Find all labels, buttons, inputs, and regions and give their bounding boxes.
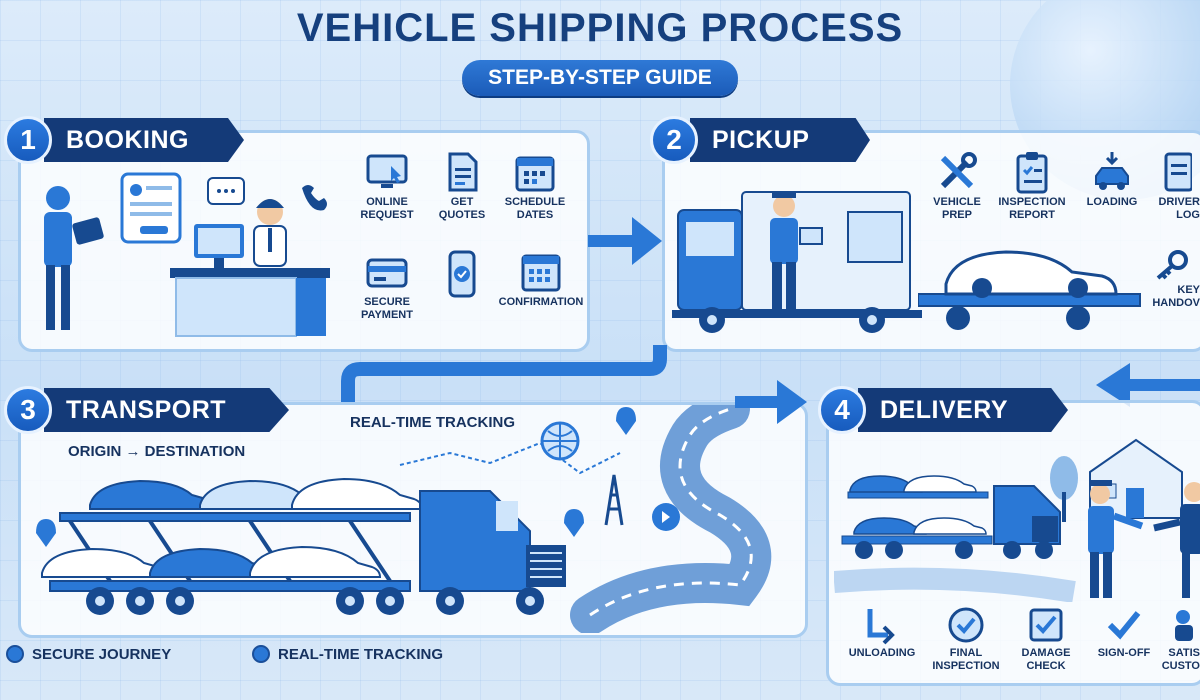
pickup-icon-key-handover: KEY HANDOV <box>1140 248 1200 309</box>
transport-bottom-secure-journey: SECURE JOURNEY <box>6 645 171 663</box>
booking-office-scene <box>44 172 330 337</box>
transport-road-scene <box>36 405 772 633</box>
tools-icon <box>940 152 977 189</box>
booking-icon-label: SECURE PAYMENT <box>361 296 413 321</box>
delivery-step-header: 4 DELIVERY <box>818 386 1068 434</box>
delivery-step-number: 4 <box>818 386 866 434</box>
checkmark-icon <box>1107 611 1141 640</box>
booking-icon-label: ONLINE REQUEST <box>360 196 414 221</box>
flow-arrow-pickup-to-delivery <box>1096 363 1200 407</box>
transport-tracking-text: REAL-TIME TRACKING <box>350 414 515 431</box>
pickup-icon-label: INSPECTION REPORT <box>998 196 1066 221</box>
booking-icon-secure-payment: SECURE PAYMENT <box>345 250 429 321</box>
pickup-icon-driver-log: DRIVER LOG <box>1140 150 1200 221</box>
pickup-icon-loading: LOADING <box>1070 150 1154 209</box>
subtitle-badge: STEP-BY-STEP GUIDE <box>462 60 738 96</box>
booking-icon-label: CONFIRMATION <box>498 296 584 308</box>
transport-step-number: 3 <box>4 386 52 434</box>
delivery-icon-label: DAMAGE CHECK <box>1021 647 1071 672</box>
pickup-flatbed-car <box>918 250 1141 330</box>
booking-icon-online-request: ONLINE REQUEST <box>345 150 429 221</box>
calendar-icon <box>515 156 555 192</box>
unload-arrow-icon <box>867 609 895 645</box>
delivery-step-label: DELIVERY <box>858 388 1068 432</box>
delivery-scene <box>834 438 1200 602</box>
delivery-icon-satisfied-customer: SATIS CUSTO <box>1150 605 1200 672</box>
phone-check-icon <box>448 250 476 298</box>
pickup-step-number: 2 <box>650 116 698 164</box>
check-circle-icon <box>948 607 984 643</box>
transport-bottom-realtime-tracking: REAL-TIME TRACKING <box>252 645 443 663</box>
calendar-grid-icon <box>521 254 561 292</box>
booking-icon-label: GET QUOTES <box>438 196 486 221</box>
delivery-icon-unloading: UNLOADING <box>842 605 922 660</box>
transport-step-header: 3 TRANSPORT <box>4 386 289 434</box>
secure-journey-dot-icon <box>6 645 24 663</box>
customer-icon <box>1175 610 1193 641</box>
delivery-icon-label: UNLOADING <box>848 647 916 659</box>
clipboard-icon <box>1016 152 1048 194</box>
flow-connector-pickup-to-transport <box>341 345 667 405</box>
delivery-icon-label: SIGN-OFF <box>1097 647 1151 659</box>
secure-journey-label: SECURE JOURNEY <box>32 645 172 663</box>
check-box-icon <box>1029 608 1063 642</box>
pickup-step-header: 2 PICKUP <box>650 116 870 164</box>
car-load-icon <box>1095 152 1129 190</box>
booking-step-label: BOOKING <box>44 118 244 162</box>
delivery-icon-final-inspection: FINAL INSPECTION <box>925 605 1007 672</box>
flow-arrow-booking-to-pickup <box>588 217 662 265</box>
transport-route-text: ORIGIN → DESTINATION <box>68 443 246 460</box>
booking-icon-confirmation: CONFIRMATION <box>493 250 589 309</box>
pickup-step-label: PICKUP <box>690 118 870 162</box>
delivery-icon-sign-off: SIGN-OFF <box>1084 605 1164 660</box>
realtime-tracking-label: REAL-TIME TRACKING <box>278 645 443 663</box>
page-title: VEHICLE SHIPPING PROCESS <box>296 6 904 50</box>
pickup-icon-vehicle-prep: VEHICLE PREP <box>915 150 999 221</box>
realtime-tracking-dot-icon <box>252 645 270 663</box>
subtitle-wrap: STEP-BY-STEP GUIDE <box>0 60 1200 96</box>
pickup-icon-inspection-report: INSPECTION REPORT <box>990 150 1074 221</box>
booking-icon-phone-check <box>420 250 504 302</box>
booking-icon-label: SCHEDULE DATES <box>504 196 566 221</box>
booking-icon-schedule-dates: SCHEDULE DATES <box>493 150 577 221</box>
booking-icon-get-quotes: GET QUOTES <box>420 150 504 221</box>
delivery-icon-label: SATIS CUSTO <box>1161 647 1200 672</box>
log-icon <box>1164 152 1192 192</box>
credit-card-icon <box>366 258 408 288</box>
flow-arrow-transport-to-delivery <box>735 380 807 424</box>
booking-step-header: 1 BOOKING <box>4 116 244 164</box>
document-icon <box>448 152 478 192</box>
pickup-icon-label: VEHICLE PREP <box>933 196 981 221</box>
delivery-icon-damage-check: DAMAGE CHECK <box>1006 605 1086 672</box>
monitor-cursor-icon <box>366 154 408 188</box>
pickup-icon-label: LOADING <box>1086 196 1138 208</box>
pickup-truck-scene <box>672 191 922 333</box>
booking-step-number: 1 <box>4 116 52 164</box>
key-icon <box>1156 250 1188 280</box>
transport-step-label: TRANSPORT <box>44 388 289 432</box>
pickup-icon-label: KEY HANDOV <box>1152 284 1200 309</box>
delivery-icon-label: FINAL INSPECTION <box>932 647 1000 672</box>
pickup-icon-label: DRIVER LOG <box>1158 196 1200 221</box>
